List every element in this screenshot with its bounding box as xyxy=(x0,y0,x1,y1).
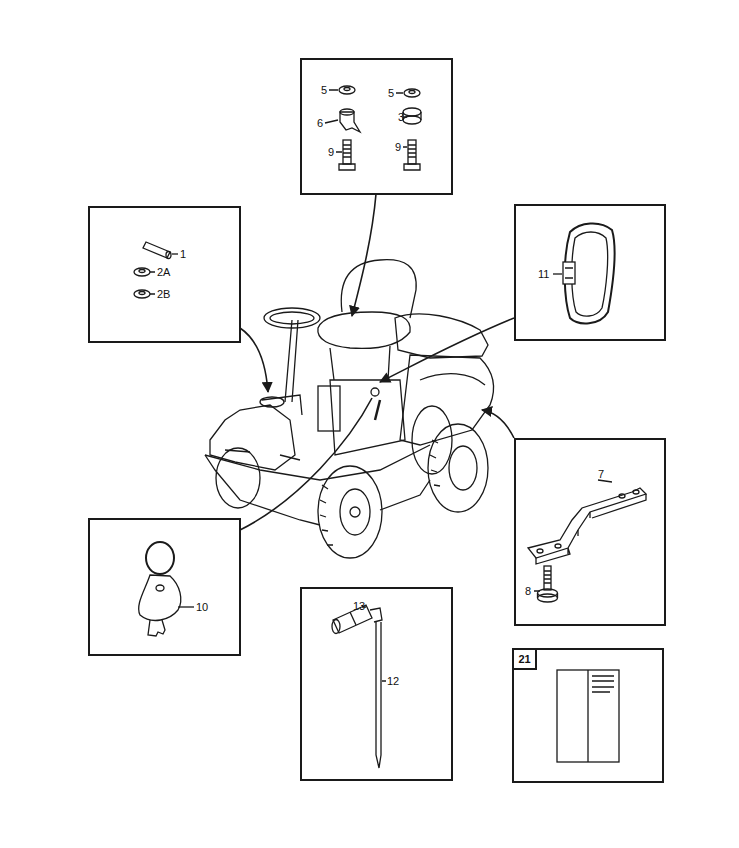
detail-box: 1 2A 2B xyxy=(88,206,241,343)
manual xyxy=(557,670,619,762)
mower-drawing xyxy=(205,260,494,558)
pin-washers xyxy=(134,242,178,298)
detail-box: 21 xyxy=(512,648,664,783)
bracket xyxy=(528,480,646,602)
ignition-key xyxy=(139,542,194,636)
callout-number: 12 xyxy=(387,674,399,688)
callout-number: 5 xyxy=(388,86,394,100)
callout-number: 13 xyxy=(353,599,365,613)
detail-box: 11 xyxy=(514,204,666,341)
leader-lines xyxy=(240,194,514,530)
callout-number: 6 xyxy=(317,116,323,130)
callout-number: 2A xyxy=(157,265,170,279)
hardware-parts xyxy=(325,86,421,170)
detail-box: 569539 xyxy=(300,58,453,195)
callout-number: 21 xyxy=(512,648,537,670)
callout-number: 2B xyxy=(157,287,170,301)
callout-number: 3 xyxy=(398,110,404,124)
callout-number: 9 xyxy=(328,145,334,159)
callout-number: 7 xyxy=(598,467,604,481)
strap xyxy=(553,223,615,323)
detail-box: 78 xyxy=(514,438,666,626)
callout-number: 5 xyxy=(321,83,327,97)
callout-number: 9 xyxy=(395,140,401,154)
callout-number: 11 xyxy=(538,267,549,281)
detail-box: 10 xyxy=(88,518,241,656)
socket-wrench xyxy=(332,605,386,768)
callout-number: 8 xyxy=(525,584,531,598)
callout-number: 1 xyxy=(180,247,186,261)
callout-number: 10 xyxy=(196,600,208,614)
detail-box: 13 12 xyxy=(300,587,453,781)
